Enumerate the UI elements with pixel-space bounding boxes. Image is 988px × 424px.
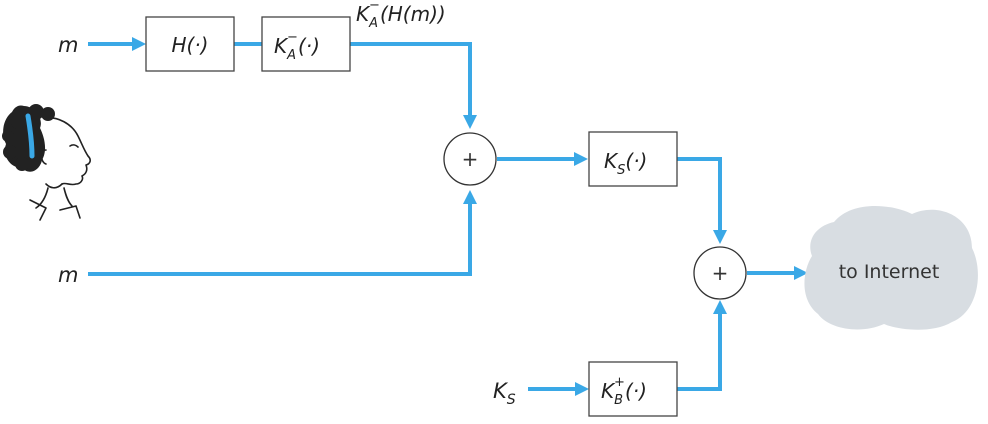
arrow-to-plus1-bottom: [463, 190, 477, 204]
arrow-to-cloud: [794, 266, 808, 280]
private-key-label: KA−(·): [274, 30, 320, 63]
concat-operator-2: [693, 246, 747, 300]
arrow-to-pubkey: [575, 382, 589, 396]
hash-box: [145, 16, 235, 72]
plus-symbol-1: +: [462, 147, 479, 171]
arrow-to-plus2-bottom: [713, 300, 727, 314]
wire-signature-to-plus1: [350, 42, 472, 117]
plus-symbol-2: +: [712, 261, 729, 285]
input-m-bottom: m: [58, 263, 78, 287]
hash-label: H(·): [171, 33, 208, 57]
wire-session-to-plus2: [677, 157, 722, 232]
signature-label: KA−(H(m)): [356, 0, 446, 31]
session-key-box: [588, 131, 678, 187]
sender-avatar-illustration: [2, 104, 91, 221]
input-m-top: m: [58, 33, 78, 57]
arrow-to-plus1-top: [463, 115, 477, 129]
arrow-to-hash: [132, 37, 146, 51]
wire-m-bottom-to-plus1: [88, 204, 472, 276]
public-key-box: [588, 361, 678, 417]
cloud-label: to Internet: [839, 261, 940, 283]
internet-cloud: [804, 205, 978, 330]
input-session-key: KS: [493, 379, 516, 408]
arrow-to-session: [574, 152, 588, 166]
arrow-to-plus2-top: [713, 230, 727, 244]
wires: [88, 37, 808, 396]
public-key-label: KB+(·): [601, 375, 647, 408]
private-key-box: [261, 16, 351, 72]
concat-operator-1: [443, 132, 497, 186]
wire-pubkey-to-plus2: [677, 313, 722, 391]
session-key-label: KS(·): [604, 149, 647, 178]
